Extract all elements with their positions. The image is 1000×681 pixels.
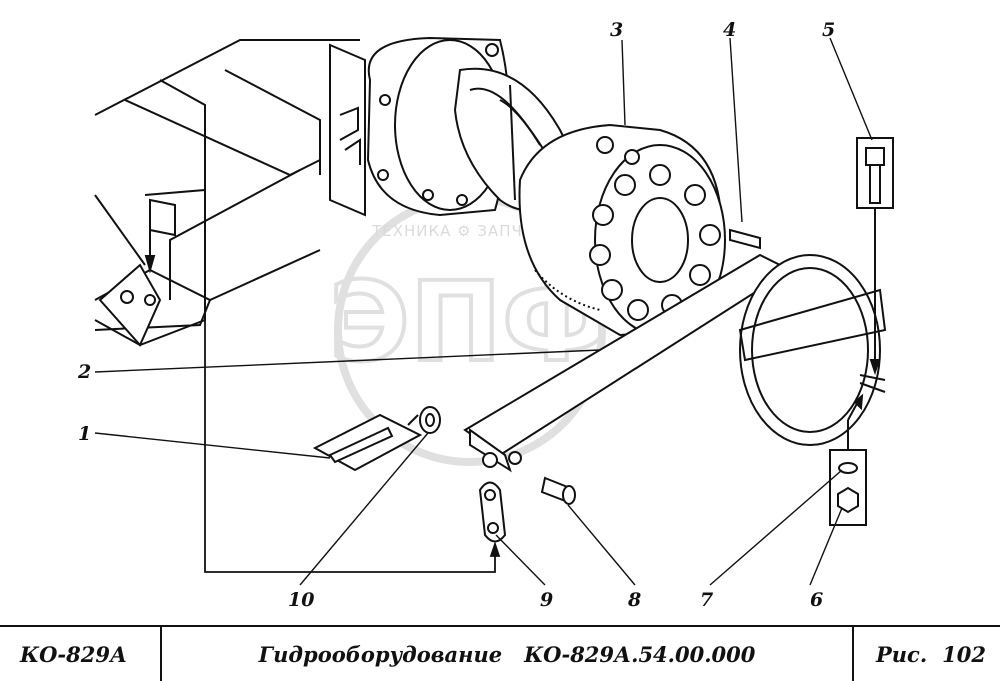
title-cell: Гидрооборудование КО-829А.54.00.000: [162, 627, 854, 681]
part-1-10-cotter-washer: [312, 406, 441, 472]
part-3-hydraulic-motor: [518, 123, 726, 337]
callout-4: 4: [723, 19, 736, 41]
part-4-key: [729, 228, 761, 250]
callout-2: 2: [77, 361, 91, 383]
part-8-pin: [540, 476, 576, 505]
callout-8: 8: [627, 589, 641, 611]
assembly-code: КО-829А.54.00.000: [524, 641, 756, 667]
title-block: КО-829А Гидрооборудование КО-829А.54.00.…: [0, 625, 1000, 681]
leader-lines: [94, 37, 873, 586]
callout-numbers: 1 2 3 4 5 6 7 8 9 10: [77, 19, 835, 611]
callout-10: 10: [288, 589, 314, 611]
callout-6: 6: [810, 589, 823, 611]
exploded-assembly-drawing: ТЕХНИКА ⚙ ЗАПЧАСТИ ЭПФ: [77, 19, 894, 611]
model-cell: КО-829А: [0, 627, 162, 681]
figure-label: Рис.: [876, 641, 928, 667]
callout-9: 9: [540, 589, 553, 611]
model-label: КО-829А: [20, 641, 128, 667]
callout-5: 5: [822, 19, 835, 41]
part-2-clamp-arm: [463, 253, 887, 473]
callout-1: 1: [78, 423, 91, 445]
section-title: Гидрооборудование: [258, 641, 503, 667]
callout-3: 3: [610, 19, 623, 41]
watermark-text: ТЕХНИКА ⚙ ЗАПЧАСТИ: [371, 222, 568, 240]
part-9-link-plate: [478, 481, 507, 543]
figure-cell: Рис. 102: [854, 627, 1000, 681]
assembly-path-line: [204, 320, 501, 573]
callout-7: 7: [700, 589, 713, 611]
frame-bracket: [94, 39, 366, 347]
figure-number: 102: [942, 641, 986, 667]
part-5-bolt: [856, 137, 894, 376]
part-6-7-nut-washer: [829, 393, 867, 526]
